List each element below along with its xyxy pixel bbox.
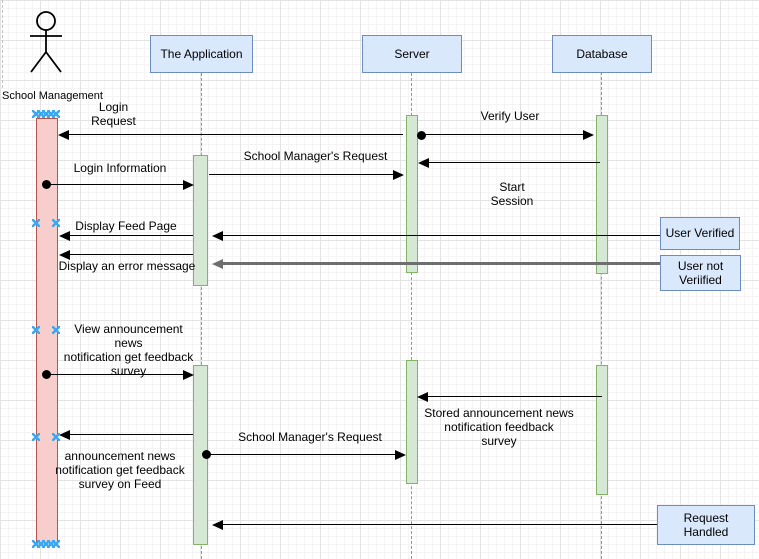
arrowhead-icon [395, 450, 406, 460]
message-label-display-error[interactable]: Display an error message [58, 259, 196, 273]
message-label-announcement-on-feed[interactable]: announcement news notification get feedb… [55, 449, 185, 492]
arrowhead-icon [417, 392, 428, 402]
message-start-dot [417, 131, 426, 140]
lifeline-database [601, 72, 602, 559]
arrowhead-icon [212, 520, 223, 530]
arrowhead-icon [183, 180, 194, 190]
lifeline-header-application[interactable]: The Application [150, 35, 253, 73]
message-start-dot [42, 180, 51, 189]
arrowhead-icon [59, 231, 70, 241]
arrowhead-icon [59, 250, 70, 260]
selection-handle-icon[interactable] [47, 540, 55, 548]
lifeline-header-server[interactable]: Server [362, 35, 462, 73]
arrowhead-icon [58, 130, 69, 140]
selection-handle-icon[interactable] [32, 326, 40, 334]
message-line-stored-announcement[interactable] [426, 396, 602, 397]
selection-handle-icon[interactable] [52, 540, 60, 548]
message-start-dot [42, 370, 51, 379]
selection-handle-icon[interactable] [32, 219, 40, 227]
message-label-verify-user[interactable]: Verify User [480, 109, 540, 123]
message-line-session-response[interactable] [427, 162, 600, 163]
selection-handle-icon[interactable] [32, 540, 40, 548]
message-line-login-request[interactable] [67, 134, 403, 135]
selection-handle-icon[interactable] [32, 433, 40, 441]
message-label-login-request[interactable]: Login Request [91, 100, 136, 129]
message-label-school-managers-request-2[interactable]: School Manager's Request [238, 430, 382, 444]
arrowhead-icon [583, 130, 594, 140]
message-start-dot [202, 450, 211, 459]
message-line-user-verified[interactable] [221, 235, 660, 236]
message-line-login-information[interactable] [47, 184, 185, 185]
actor-label[interactable]: School Management [2, 90, 103, 102]
selection-handle-icon[interactable] [52, 110, 60, 118]
note-request-handled[interactable]: Request Handled [657, 505, 755, 545]
page-boundary-line [2, 0, 3, 88]
server-activation-bar-2[interactable] [406, 360, 418, 484]
lifeline-header-database[interactable]: Database [552, 35, 652, 73]
message-line-school-managers-request-2[interactable] [207, 454, 397, 455]
server-activation-bar-1[interactable] [406, 115, 418, 273]
message-line-display-feed-page[interactable] [68, 235, 193, 236]
note-user-not-verified[interactable]: User not Veriified [660, 255, 741, 291]
message-line-display-error[interactable] [68, 254, 193, 255]
selection-handle-icon[interactable] [37, 540, 45, 548]
selection-handle-icon[interactable] [52, 326, 60, 334]
message-line-school-managers-request-1[interactable] [209, 174, 395, 175]
arrowhead-icon [183, 370, 194, 380]
database-activation-bar-1[interactable] [596, 115, 608, 274]
selection-handle-icon[interactable] [52, 433, 60, 441]
lifeline-application [201, 73, 202, 559]
database-activation-bar-2[interactable] [596, 365, 608, 495]
message-line-verify-user[interactable] [421, 134, 585, 135]
application-activation-bar-1[interactable] [193, 155, 208, 286]
message-line-user-not-verified[interactable] [221, 262, 660, 265]
selection-handle-icon[interactable] [42, 110, 50, 118]
actor-icon[interactable] [27, 8, 67, 76]
arrowhead-icon [59, 430, 70, 440]
selection-handle-icon[interactable] [37, 110, 45, 118]
message-label-login-information[interactable]: Login Information [73, 161, 167, 175]
message-label-stored-announcement[interactable]: Stored announcement news notification fe… [424, 406, 574, 449]
message-label-start-session[interactable]: Start Session [490, 180, 534, 209]
message-label-school-managers-request-1[interactable]: School Manager's Request [243, 149, 388, 163]
arrowhead-icon [212, 259, 223, 269]
arrowhead-icon [212, 231, 223, 241]
selection-handle-icon[interactable] [42, 540, 50, 548]
note-user-verified[interactable]: User Verified [660, 217, 740, 250]
selection-handle-icon[interactable] [32, 110, 40, 118]
arrowhead-icon [418, 158, 429, 168]
selection-handle-icon[interactable] [52, 219, 60, 227]
message-line-view-announcement[interactable] [47, 374, 185, 375]
message-label-view-announcement[interactable]: View announcement news notification get … [63, 322, 194, 379]
arrowhead-icon [393, 170, 404, 180]
lifeline-server [411, 73, 412, 559]
message-label-display-feed-page[interactable]: Display Feed Page [75, 219, 177, 233]
message-line-request-handled[interactable] [221, 524, 657, 525]
selection-handle-icon[interactable] [47, 110, 55, 118]
message-line-announcement-on-feed[interactable] [68, 434, 193, 435]
